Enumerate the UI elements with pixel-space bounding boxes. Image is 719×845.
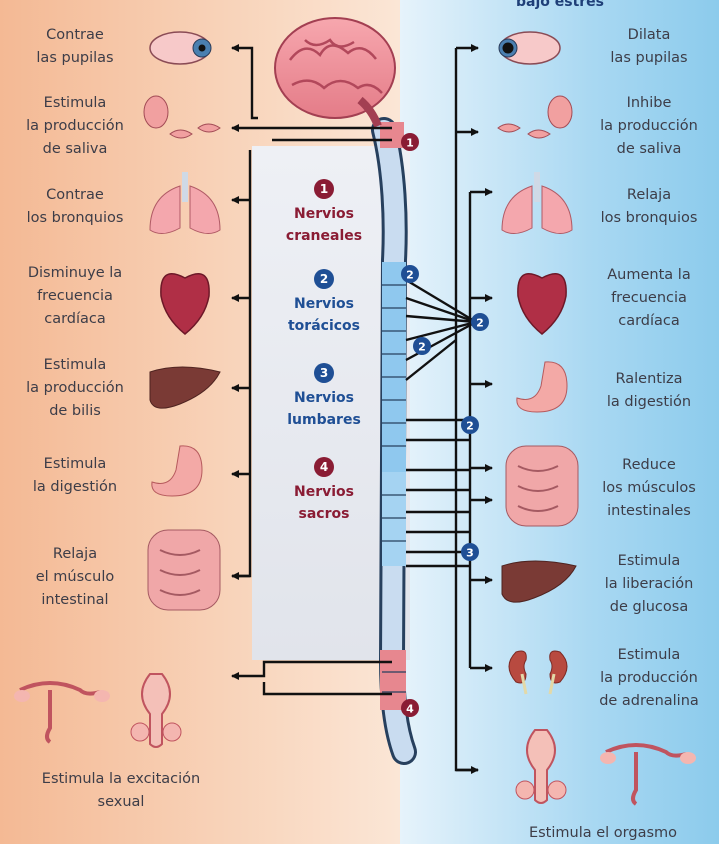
svg-text:2: 2 bbox=[476, 317, 484, 330]
nerve-cranial-name: Nervios craneales bbox=[262, 203, 386, 247]
salivary-glands-icon bbox=[144, 96, 220, 138]
heart-icon bbox=[161, 274, 209, 334]
eye-icon bbox=[150, 32, 211, 64]
right-effect-heart: Aumenta la frecuencia cardíaca bbox=[579, 264, 719, 333]
lungs-icon bbox=[502, 172, 572, 234]
nerve-lumbar: 3 Nervios lumbares bbox=[262, 362, 386, 431]
spine-marker-4: 4 bbox=[401, 699, 419, 717]
nerve-sacral: 4 Nervios sacros bbox=[262, 456, 386, 525]
eye-icon bbox=[499, 32, 560, 64]
nerve-sacral-name: Nervios sacros bbox=[262, 481, 386, 525]
nerve-lumbar-number: 3 bbox=[314, 363, 334, 383]
reproductive-organs-icon bbox=[516, 730, 696, 804]
lungs-icon bbox=[150, 172, 220, 234]
right-effect-adrenaline: Estimula la producción de adrenalina bbox=[579, 644, 719, 713]
right-effect-glucose: Estimula la liberación de glucosa bbox=[579, 550, 719, 619]
left-effect-heart: Disminuye la frecuencia cardíaca bbox=[0, 262, 150, 331]
svg-text:2: 2 bbox=[418, 341, 426, 354]
left-effect-bile: Estimula la producción de bilis bbox=[0, 354, 150, 423]
spine-marker-2b: 2 bbox=[413, 337, 431, 355]
stomach-icon bbox=[517, 362, 567, 412]
svg-text:4: 4 bbox=[406, 703, 414, 716]
nerve-cranial-number: 1 bbox=[314, 179, 334, 199]
nerve-lumbar-name: Nervios lumbares bbox=[262, 387, 386, 431]
reproductive-organs-icon bbox=[14, 674, 181, 747]
left-effect-saliva: Estimula la producción de saliva bbox=[0, 92, 150, 161]
nerve-thoracic: 2 Nervios torácicos bbox=[262, 268, 386, 337]
svg-text:3: 3 bbox=[466, 547, 474, 560]
right-effect-pupils: Dilata las pupilas bbox=[579, 24, 719, 70]
svg-text:2: 2 bbox=[466, 420, 474, 433]
left-effect-bronchi: Contrae los bronquios bbox=[0, 184, 150, 230]
left-effect-sexual: Estimula la excitación sexual bbox=[6, 768, 236, 814]
right-effect-saliva: Inhibe la producción de saliva bbox=[579, 92, 719, 161]
right-effect-intestine: Reduce los músculos intestinales bbox=[579, 454, 719, 523]
intestines-icon bbox=[506, 446, 578, 526]
sympathetic-pathways bbox=[406, 48, 492, 770]
nerve-sacral-number: 4 bbox=[314, 457, 334, 477]
kidneys-icon bbox=[509, 651, 567, 694]
stomach-icon bbox=[152, 446, 202, 496]
brain-icon bbox=[275, 18, 395, 126]
liver-icon bbox=[502, 561, 576, 602]
right-effect-bronchi: Relaja los bronquios bbox=[579, 184, 719, 230]
ganglion-marker-3: 3 bbox=[461, 543, 479, 561]
spine-marker-1: 1 bbox=[401, 133, 419, 151]
svg-text:1: 1 bbox=[406, 137, 414, 150]
right-effect-orgasm: Estimula el orgasmo bbox=[488, 822, 718, 845]
salivary-glands-icon bbox=[498, 96, 572, 138]
right-effect-digestion: Ralentiza la digestión bbox=[579, 368, 719, 414]
nerve-cranial: 1 Nervios craneales bbox=[262, 178, 386, 247]
left-effect-pupils: Contrae las pupilas bbox=[0, 24, 150, 70]
svg-text:2: 2 bbox=[406, 269, 414, 282]
intestines-icon bbox=[148, 530, 220, 610]
ganglion-marker-2b: 2 bbox=[461, 416, 479, 434]
heart-icon bbox=[518, 274, 566, 334]
left-effect-digestion: Estimula la digestión bbox=[0, 453, 150, 499]
nerve-thoracic-number: 2 bbox=[314, 269, 334, 289]
ganglion-marker-2: 2 bbox=[471, 313, 489, 331]
nerve-thoracic-name: Nervios torácicos bbox=[262, 293, 386, 337]
left-effect-intestine: Relaja el músculo intestinal bbox=[0, 543, 150, 612]
liver-icon bbox=[150, 367, 220, 408]
spine-marker-2a: 2 bbox=[401, 265, 419, 283]
